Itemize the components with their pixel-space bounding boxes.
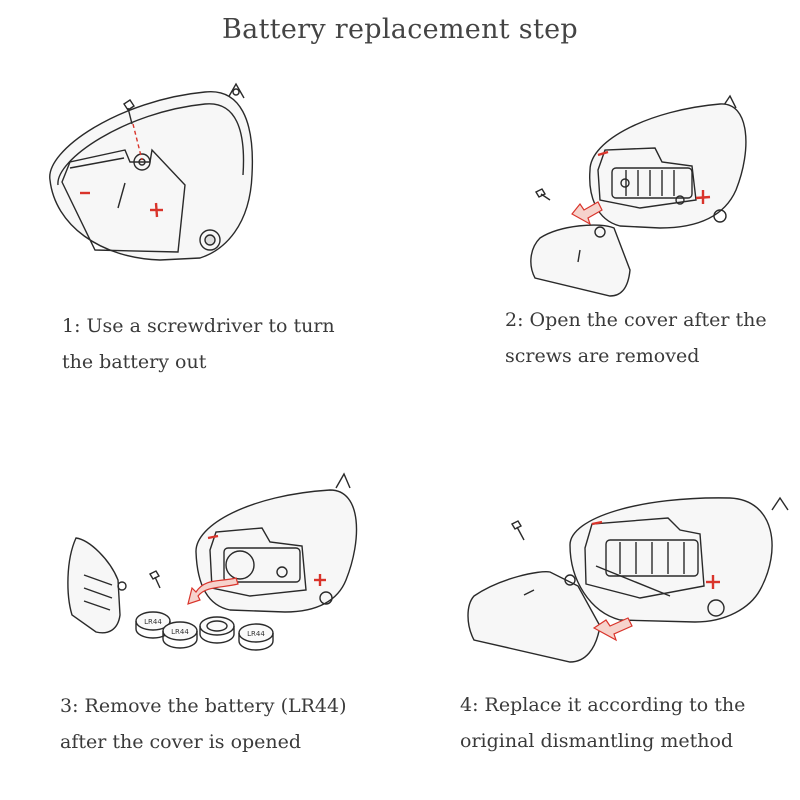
battery-label: LR44 <box>144 618 162 626</box>
step-2-illustration <box>400 0 800 300</box>
step-4-illustration <box>400 400 800 680</box>
step-2-caption-line-1: 2: Open the cover after the <box>505 309 767 331</box>
step-1-caption: 1: Use a screwdriver to turn the battery… <box>62 308 335 380</box>
step-4-caption: 4: Replace it according to the original … <box>460 687 745 759</box>
step-2-caption: 2: Open the cover after the screws are r… <box>505 302 767 374</box>
step-3-caption: 3: Remove the battery (LR44) after the c… <box>60 688 347 760</box>
step-3-caption-line-1: 3: Remove the battery (LR44) <box>60 695 347 717</box>
step-3-illustration: LR44 LR44 LR44 <box>0 400 400 680</box>
step-4-caption-line-2: original dismantling method <box>460 730 734 752</box>
step-4-caption-line-1: 4: Replace it according to the <box>460 694 746 716</box>
battery-cell-3 <box>199 616 235 644</box>
step-3-caption-line-2: after the cover is opened <box>60 731 302 753</box>
battery-cell-2 <box>162 621 198 649</box>
step-2-caption-line-2: screws are removed <box>505 345 700 367</box>
step-1-illustration <box>0 0 400 300</box>
step-1-caption-line-1: 1: Use a screwdriver to turn <box>62 315 335 337</box>
page-title: Battery replacement step <box>222 14 578 45</box>
battery-label: LR44 <box>247 630 265 638</box>
battery-label: LR44 <box>171 628 189 636</box>
battery-cell-4 <box>238 623 274 651</box>
step-1-caption-line-2: the battery out <box>62 351 207 373</box>
